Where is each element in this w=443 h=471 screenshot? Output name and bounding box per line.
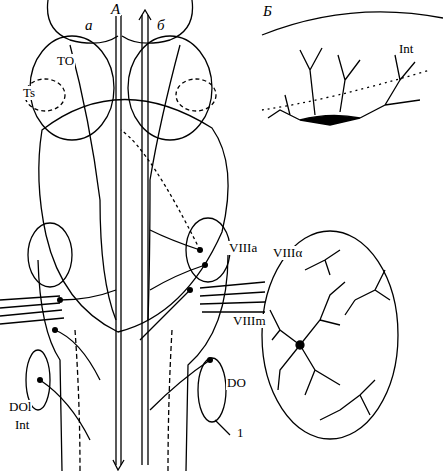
part-label: VIIIa: [228, 241, 258, 255]
panel-letter: а: [84, 18, 94, 32]
panel-letter: Б: [262, 4, 273, 18]
part-label: VIIIα: [272, 246, 303, 260]
part-label: VIIIm: [232, 314, 267, 328]
panel-letter: А: [110, 2, 121, 16]
part-label: 1: [236, 426, 245, 440]
part-label: Int: [14, 418, 30, 432]
part-label: DOl: [8, 400, 32, 414]
panel-letter: б: [156, 18, 166, 32]
part-label: Int: [398, 42, 414, 56]
part-label: TO: [56, 54, 75, 68]
part-label: Ts: [22, 86, 36, 100]
part-label: DO: [226, 376, 247, 390]
